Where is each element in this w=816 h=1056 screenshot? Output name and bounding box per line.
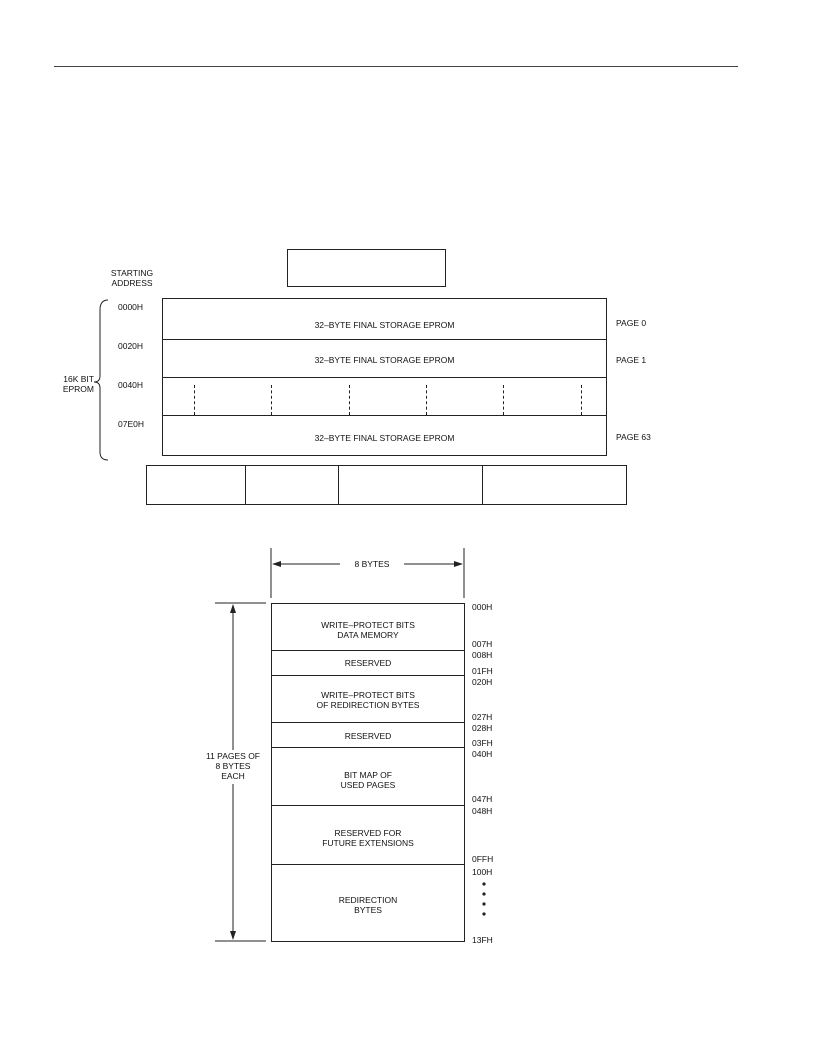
status-address-label: 047H [472, 794, 493, 804]
eprom-map-caption-box [146, 465, 627, 505]
eprom-row-address: 0020H [118, 341, 144, 351]
eprom-row-address: 0000H [118, 302, 144, 312]
eprom-map-title-box [287, 249, 446, 287]
eprom-page-label: PAGE 63 [616, 432, 651, 442]
status-section-divider [272, 864, 464, 865]
status-section-divider [272, 747, 464, 748]
status-address-label: 040H [472, 749, 493, 759]
eprom-row-divider [163, 377, 606, 378]
starting-address-label: STARTING ADDRESS [110, 268, 154, 288]
status-address-label: 13FH [472, 935, 493, 945]
status-address-label: 100H [472, 867, 493, 877]
status-address-label: 007H [472, 639, 493, 649]
status-address-label: 027H [472, 712, 493, 722]
status-section-label: WRITE–PROTECT BITS OF REDIRECTION BYTES [316, 690, 420, 710]
status-address-label: 008H [472, 650, 493, 660]
eprom-page-label: PAGE 1 [616, 355, 647, 365]
status-section-label: RESERVED [344, 731, 392, 741]
eprom-row-divider [163, 415, 606, 416]
status-address-label: 000H [472, 602, 493, 612]
eprom-row-address: 07E0H [118, 419, 144, 429]
status-section-label: RESERVED FOR FUTURE EXTENSIONS [322, 828, 414, 848]
status-address-label: 03FH [472, 738, 493, 748]
status-section-divider [272, 650, 464, 651]
status-address-label: 020H [472, 677, 493, 687]
status-address-label: 01FH [472, 666, 493, 676]
status-section-divider [272, 675, 464, 676]
eprom-row-content: 32–BYTE FINAL STORAGE EPROM [314, 355, 455, 365]
status-section-label: RESERVED [344, 658, 392, 668]
eprom-row-content: 32–BYTE FINAL STORAGE EPROM [314, 433, 455, 443]
status-address-label: 048H [472, 806, 493, 816]
eprom-page-label: PAGE 0 [616, 318, 647, 328]
eprom-size-label: 16K BIT EPROM [62, 374, 94, 394]
status-section-divider [272, 805, 464, 806]
status-address-label: 028H [472, 723, 493, 733]
status-section-label: WRITE–PROTECT BITS DATA MEMORY [321, 620, 415, 640]
eprom-row-divider [163, 339, 606, 340]
eprom-row-address: 0040H [118, 380, 144, 390]
status-map-width-label: 8 BYTES [354, 559, 390, 569]
status-address-label: 0FFH [472, 854, 494, 864]
status-section-label: REDIRECTION BYTES [338, 895, 398, 915]
eprom-row-content: 32–BYTE FINAL STORAGE EPROM [314, 320, 455, 330]
status-section-label: BIT MAP OF USED PAGES [340, 770, 396, 790]
status-section-divider [272, 722, 464, 723]
status-map-table: WRITE–PROTECT BITS DATA MEMORY RESERVED … [271, 603, 465, 942]
status-map-height-label: 11 PAGES OF 8 BYTES EACH [205, 751, 260, 781]
eprom-table: 32–BYTE FINAL STORAGE EPROM 32–BYTE FINA… [162, 298, 607, 456]
header-rule [54, 66, 738, 67]
